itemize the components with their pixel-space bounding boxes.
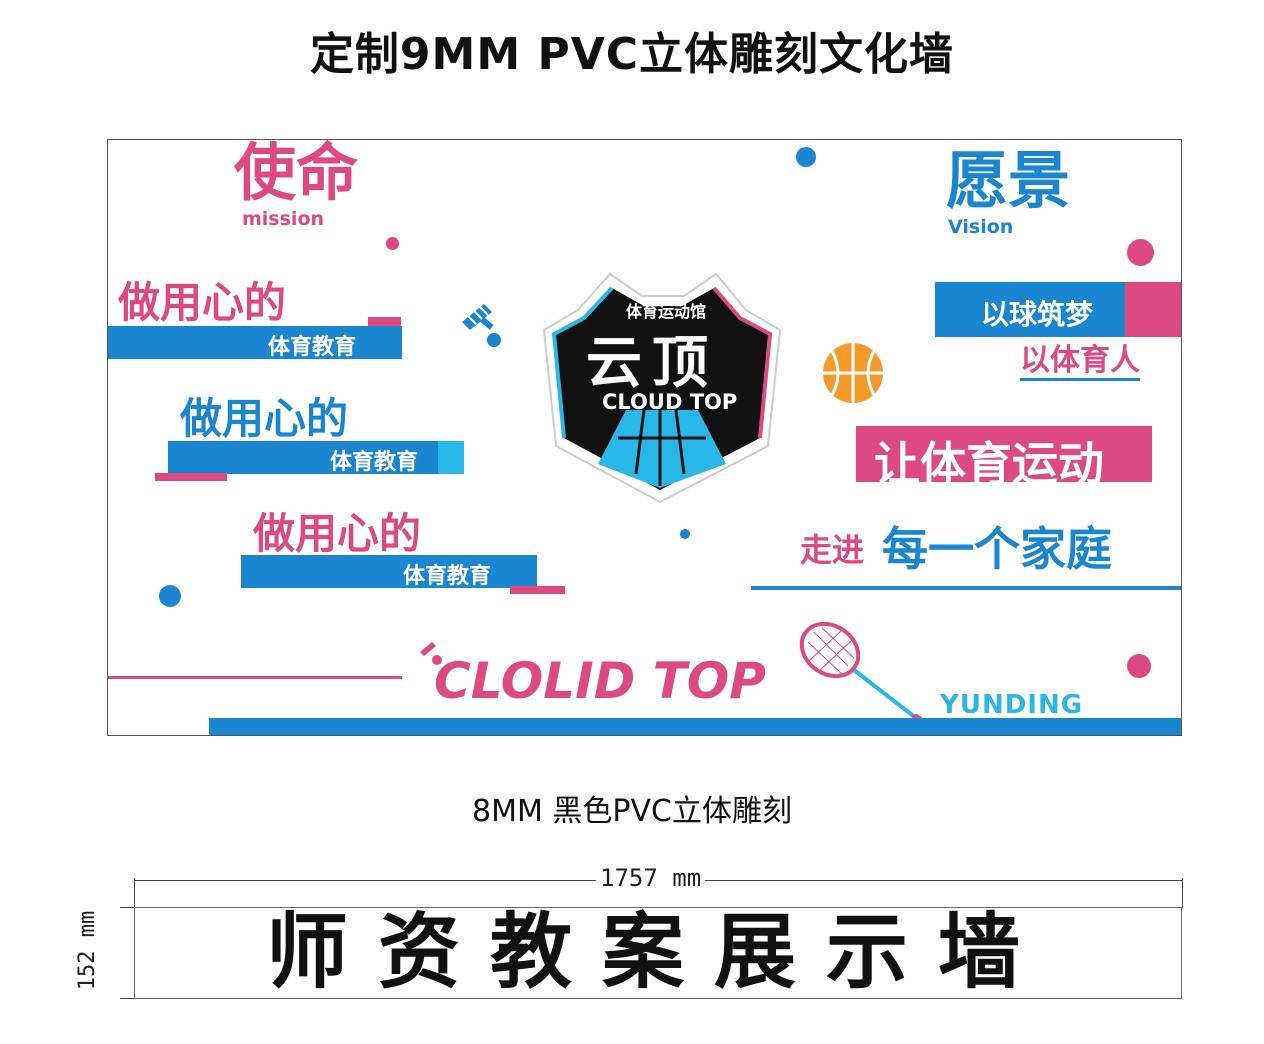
slogan-bar-3: 体育教育 <box>241 555 537 589</box>
dimension-width-label: 1757 mm <box>596 864 706 892</box>
logo-top-text: 体育运动馆 <box>626 302 707 321</box>
decor-dot <box>1127 654 1151 678</box>
page-title: 定制9MM PVC立体雕刻文化墙 <box>309 29 955 80</box>
decor-dot <box>386 237 399 250</box>
vision-line-4-b: 每一个家庭 <box>882 522 1112 576</box>
vision-line-2: 以体育人 <box>1020 346 1140 381</box>
slogan-bar-1: 体育教育 <box>108 326 402 360</box>
slogan-bar-text-2: 体育教育 <box>329 450 418 475</box>
logo-sub-text: CLOUD TOP <box>602 390 738 414</box>
decor-bar <box>438 441 464 474</box>
slogan-bar-text-3: 体育教育 <box>402 564 491 589</box>
cloud-top-logo <box>542 272 782 504</box>
slogan-heading-3: 做用心的 <box>253 509 422 558</box>
vision-bar-text: 以球筑梦 <box>981 298 1094 331</box>
decor-dot <box>680 529 690 539</box>
vision-label: Vision <box>948 216 1014 238</box>
vision-heading: 愿景 <box>946 144 1071 217</box>
logo-main-text: 云顶 <box>586 331 718 396</box>
dimension-tick <box>134 878 135 908</box>
material-subtitle: 8MM 黑色PVC立体雕刻 <box>472 794 792 829</box>
decor-bar <box>368 317 401 326</box>
vision-bar: 以球筑梦 <box>935 282 1125 337</box>
mission-label: mission <box>242 208 325 230</box>
small-shuttlecock-icon <box>420 642 442 665</box>
slogan-bar-2: 体育教育 <box>168 441 464 475</box>
brand-pinyin: YUNDING <box>940 690 1084 720</box>
slogan-heading-1: 做用心的 <box>118 278 287 327</box>
dimension-tick <box>120 907 136 908</box>
sign-outline <box>134 907 1182 999</box>
decor-dot <box>1127 239 1154 266</box>
basketball-icon <box>823 343 883 403</box>
decor-dot <box>159 585 181 607</box>
decor-bar <box>209 718 1181 735</box>
decor-dot <box>796 147 816 167</box>
decor-line <box>108 676 402 679</box>
decor-bar <box>1125 282 1181 337</box>
decor-line <box>751 586 1181 590</box>
dimension-tick <box>120 998 136 999</box>
brand-english: CLOLID TOP <box>434 652 766 710</box>
slogan-heading-2: 做用心的 <box>180 394 349 443</box>
slogan-bar-text-1: 体育教育 <box>267 335 356 360</box>
sign-title: 师资教案展示墙 <box>265 904 1050 1000</box>
decor-bar <box>155 473 227 481</box>
dimension-height-label: 152 mm <box>75 910 101 991</box>
culture-wall-panel: 使命 mission 做用心的 体育教育 做用心的 体育教育 做用心的 体育教育 <box>107 139 1182 736</box>
dimension-tick <box>1182 878 1183 908</box>
shuttlecock-icon <box>462 304 501 347</box>
mission-heading: 使命 <box>234 139 359 209</box>
vision-line-3: 让体育运动 <box>874 437 1104 491</box>
vision-line-3-bar: 让体育运动 <box>856 426 1152 491</box>
vision-line-4-a: 走进 <box>800 531 865 569</box>
decor-bar <box>510 586 565 594</box>
